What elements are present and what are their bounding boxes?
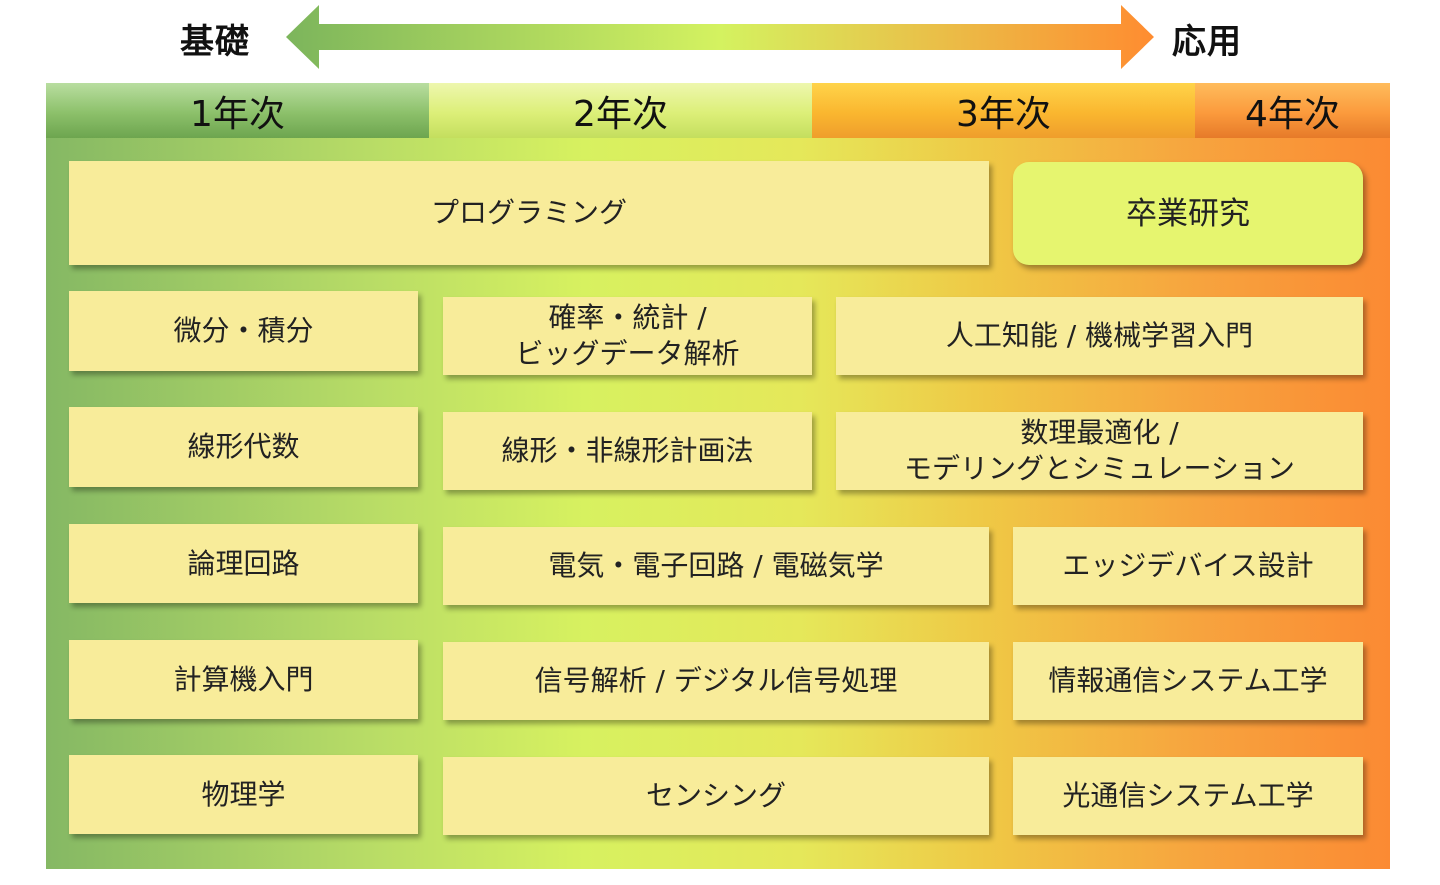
course-signal-analysis: 信号解析 / デジタル信号処理: [443, 642, 989, 720]
course-linear-algebra: 線形代数: [69, 407, 418, 487]
course-label-line1: 数理最適化 /: [1020, 416, 1179, 449]
year-header-bar: 1年次 2年次 3年次 4年次: [46, 83, 1390, 138]
curriculum-board: プログラミング 卒業研究 微分・積分 確率・統計 / ビッグデータ解析 人工知能…: [46, 138, 1390, 869]
course-label-line2: モデリングとシミュレーション: [904, 452, 1295, 485]
course-label: 計算機入門: [173, 662, 314, 696]
course-ai-machine-learning: 人工知能 / 機械学習入門: [836, 297, 1363, 375]
course-label: 人工知能 / 機械学習入門: [945, 319, 1254, 352]
course-info-comm-systems: 情報通信システム工学: [1013, 642, 1363, 720]
course-physics: 物理学: [69, 755, 418, 834]
course-label-line1: 確率・統計 /: [548, 301, 707, 334]
year-1-header: 1年次: [46, 83, 429, 138]
year-4-header: 4年次: [1195, 83, 1390, 138]
course-graduation-research: 卒業研究: [1013, 162, 1363, 265]
course-label: 物理学: [201, 777, 286, 811]
course-mathematical-optimization: 数理最適化 / モデリングとシミュレーション: [836, 412, 1363, 490]
course-label: 微分・積分: [173, 314, 314, 347]
course-label: 光通信システム工学: [1062, 779, 1314, 812]
course-programming: プログラミング: [69, 161, 989, 265]
course-label: センシング: [645, 779, 786, 812]
course-calculus: 微分・積分: [69, 291, 418, 371]
course-label: 卒業研究: [1126, 195, 1250, 232]
course-label: 線形代数: [187, 430, 300, 463]
course-logic-circuits: 論理回路: [69, 524, 418, 603]
course-edge-device-design: エッジデバイス設計: [1013, 527, 1363, 605]
course-sensing: センシング: [443, 757, 989, 835]
course-label: 情報通信システム工学: [1048, 664, 1328, 697]
year-2-header: 2年次: [429, 83, 812, 138]
course-probability-statistics: 確率・統計 / ビッグデータ解析: [443, 297, 812, 375]
double-arrow-icon: [286, 5, 1154, 69]
basic-label: 基礎: [180, 22, 250, 62]
course-linear-nonlinear-programming: 線形・非線形計画法: [443, 412, 812, 490]
course-label: 線形・非線形計画法: [501, 434, 754, 467]
course-label: 電気・電子回路 / 電磁気学: [548, 549, 884, 582]
year-3-header: 3年次: [812, 83, 1195, 138]
course-label: エッジデバイス設計: [1062, 549, 1314, 582]
course-label: プログラミング: [430, 196, 627, 229]
course-label: 論理回路: [187, 546, 300, 580]
course-label-line2: ビッグデータ解析: [515, 337, 740, 370]
course-intro-computer: 計算機入門: [69, 640, 418, 719]
applied-label: 応用: [1172, 22, 1242, 62]
course-optical-comm-systems: 光通信システム工学: [1013, 757, 1363, 835]
course-label: 信号解析 / デジタル信号処理: [534, 664, 898, 697]
course-electric-electronic-circuits: 電気・電子回路 / 電磁気学: [443, 527, 989, 605]
